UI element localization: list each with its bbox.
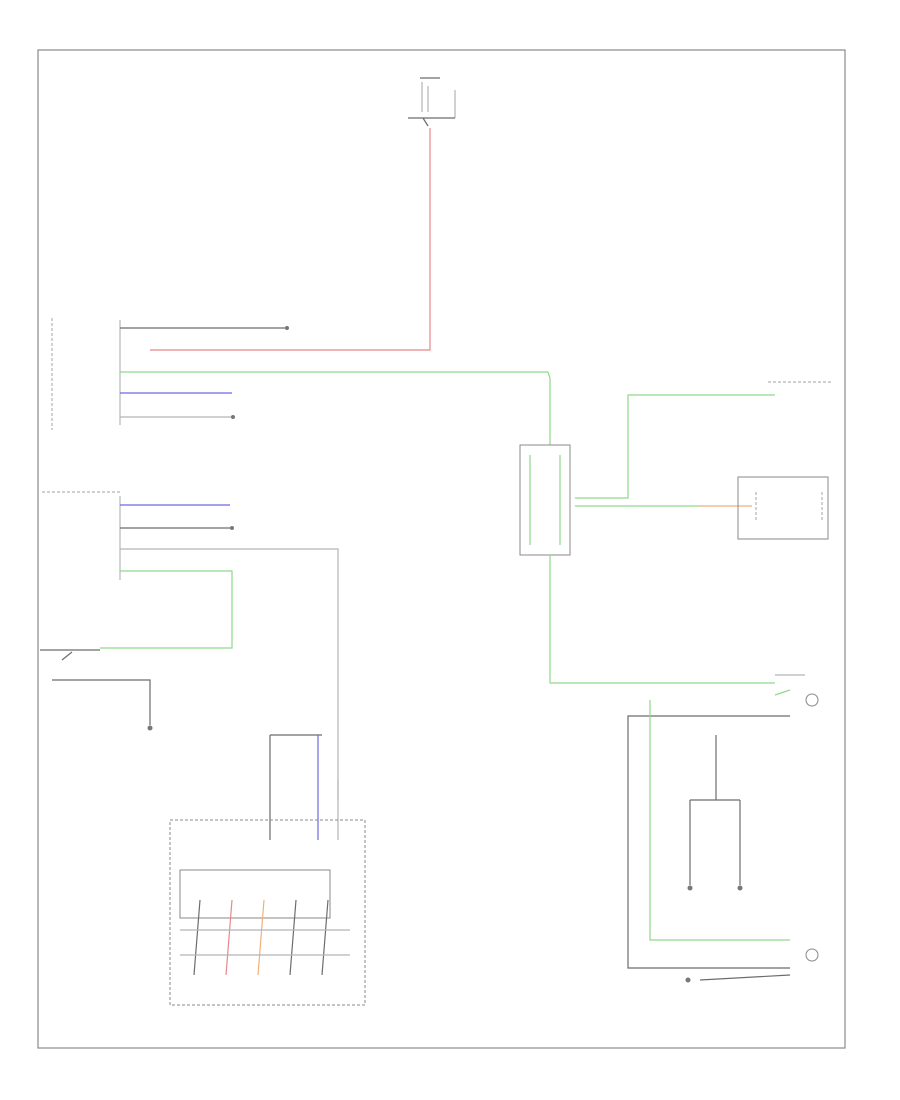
wire-green-rear [549,555,775,684]
rear-lamps [737,476,829,540]
shift-interlock [40,649,153,731]
wire-green-relay [575,394,775,499]
g-splice [519,444,571,556]
right-backup-lamp [627,700,819,983]
fuse-top [408,77,456,127]
transmission-control-module [169,734,366,1006]
body-control-module [51,318,551,445]
wire-red [150,128,431,351]
left-backup-lamp [627,674,819,915]
engine-control-module [42,491,339,800]
ground-branches [687,735,743,891]
diagram-frame [37,49,846,1049]
